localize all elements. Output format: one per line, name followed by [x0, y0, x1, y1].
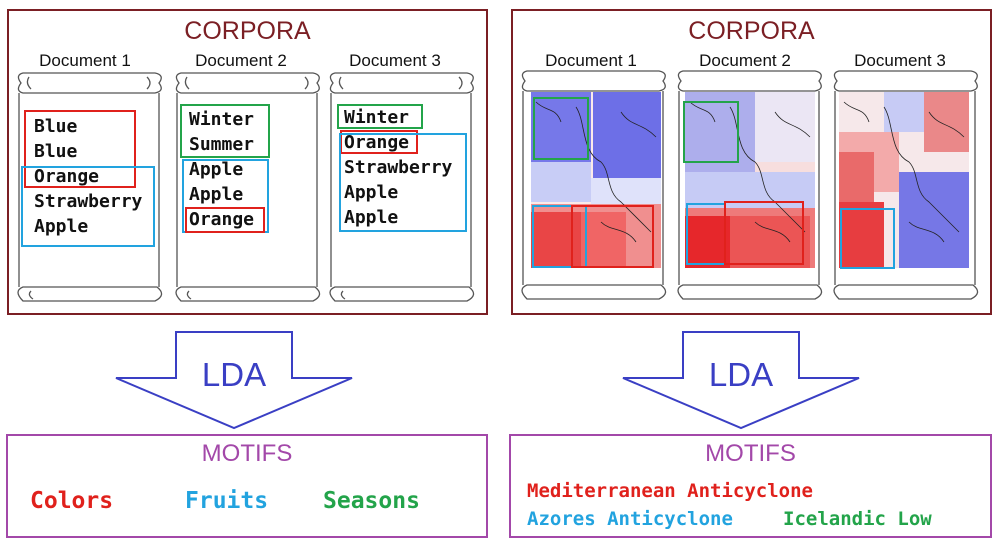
lda-label: LDA — [201, 356, 267, 393]
document-label: Document 3 — [854, 51, 946, 70]
motifs-title: MOTIFS — [705, 440, 796, 467]
motif-box-icelandic-low — [533, 97, 589, 160]
word: Blue — [34, 141, 78, 162]
parchment-scroll-icon — [329, 72, 475, 302]
word: Orange — [34, 166, 100, 187]
document-label: Document 2 — [699, 51, 791, 70]
parchment-scroll-icon — [17, 72, 163, 302]
motif-mediterranean-anticyclone: Mediterranean Anticyclone — [527, 480, 813, 502]
topic-box-fruits — [339, 133, 467, 232]
word: Orange — [344, 132, 410, 153]
left-motifs-panel: MOTIFS Colors Fruits Seasons — [6, 434, 488, 538]
word: Apple — [34, 216, 89, 237]
word: Apple — [344, 207, 399, 228]
pressure-map-icon — [685, 92, 815, 268]
topic-box-colors — [340, 130, 418, 154]
motif-box-azores-anticyclone — [532, 205, 587, 268]
word: Apple — [189, 184, 244, 205]
motif-azores-anticyclone: Azores Anticyclone — [527, 508, 733, 530]
corpora-title: CORPORA — [184, 17, 311, 45]
word: Winter — [189, 109, 255, 130]
word: Orange — [189, 209, 255, 230]
arrow-down-icon — [622, 331, 860, 430]
parchment-scroll-icon — [833, 70, 979, 300]
word: Apple — [344, 182, 399, 203]
motif-icelandic-low: Icelandic Low — [783, 508, 932, 530]
document-label: Document 3 — [349, 51, 441, 70]
corpora-title: CORPORA — [688, 17, 815, 45]
right-motifs-panel: MOTIFS Mediterranean Anticyclone Azores … — [509, 434, 992, 538]
lda-label: LDA — [708, 356, 774, 393]
document-label: Document 2 — [195, 51, 287, 70]
motif-box-mediterranean-anticyclone — [724, 201, 804, 265]
motif-box-mediterranean-anticyclone — [571, 205, 654, 268]
word: Strawberry — [344, 157, 453, 178]
topic-box-colors — [24, 110, 136, 188]
word: Strawberry — [34, 191, 143, 212]
parchment-scroll-icon — [175, 72, 321, 302]
motif-seasons: Seasons — [323, 488, 420, 514]
motif-fruits: Fruits — [185, 488, 269, 514]
document-label: Document 1 — [39, 51, 131, 70]
word: Apple — [189, 159, 244, 180]
motif-colors: Colors — [30, 488, 114, 514]
motif-box-azores-anticyclone — [840, 208, 895, 269]
word: Blue — [34, 116, 78, 137]
topic-box-fruits — [21, 166, 155, 247]
parchment-scroll-icon — [521, 70, 667, 300]
topic-box-seasons — [180, 104, 270, 158]
topic-box-seasons — [337, 104, 423, 129]
left-corpora-panel: CORPORA Document 1 Document 2 Document 3… — [7, 9, 488, 315]
parchment-scroll-icon — [677, 70, 823, 300]
document-label: Document 1 — [545, 51, 637, 70]
motif-box-azores-anticyclone — [686, 203, 726, 265]
pressure-map-icon — [839, 92, 969, 268]
motif-box-icelandic-low — [683, 101, 739, 163]
right-corpora-panel: CORPORA Document 1 Document 2 Document 3 — [511, 9, 992, 315]
motifs-title: MOTIFS — [201, 440, 293, 467]
word: Winter — [344, 107, 410, 128]
word: Summer — [189, 134, 255, 155]
topic-box-colors — [185, 207, 265, 233]
arrow-down-icon — [115, 331, 353, 430]
pressure-map-icon — [531, 92, 661, 268]
